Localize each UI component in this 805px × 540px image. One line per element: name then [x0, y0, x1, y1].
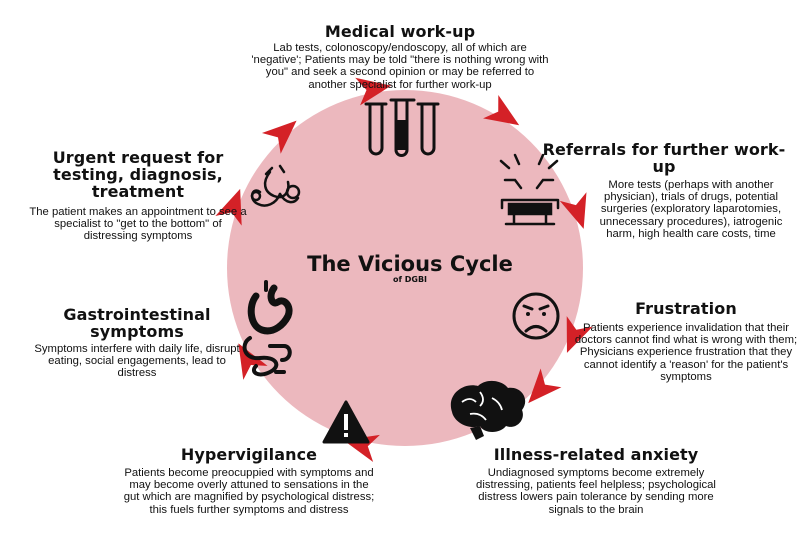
stage-body: Patients become preocuppied with symptom… [123, 467, 375, 516]
stethoscope-icon [250, 164, 301, 207]
stage-title: Illness-related anxiety [493, 445, 699, 464]
stage-illness-anxiety: Illness-related anxiety Undiagnosed symp… [456, 446, 736, 516]
diagram-subtitle: of DGBI [392, 275, 428, 284]
cycle-arrow [559, 192, 587, 229]
cycle-arrow [261, 120, 297, 154]
stage-title: Medical work-up [324, 22, 476, 41]
stage-body: Undiagnosed symptoms become extremely di… [476, 467, 716, 516]
stage-frustration: Frustration Patients experience invalida… [570, 300, 802, 383]
stage-title: Urgent request for testing, diagnosis, t… [52, 148, 224, 201]
cycle-arrow [483, 94, 520, 126]
stage-hypervigilance: Hypervigilance Patients become preocuppi… [114, 446, 384, 516]
sad-face-icon [512, 292, 560, 340]
stage-body: Patients experience invalidation that th… [574, 322, 798, 383]
brain-icon [450, 380, 526, 440]
stage-title: Hypervigilance [180, 445, 318, 464]
stage-body: Lab tests, colonoscopy/endoscopy, all of… [251, 42, 549, 91]
stage-referrals: Referrals for further work-up More tests… [532, 141, 796, 240]
stage-gi-symptoms: Gastrointestinal symptoms Symptoms inter… [32, 306, 242, 380]
stage-title: Frustration [635, 299, 737, 318]
stage-title: Referrals for further work-up [542, 140, 786, 176]
center-title: The Vicious Cycle of DGBI [280, 253, 540, 284]
operating-table-icon [499, 153, 560, 226]
stage-title: Gastrointestinal symptoms [63, 305, 211, 341]
stage-urgent-request: Urgent request for testing, diagnosis, t… [10, 149, 266, 243]
cycle-arrow [566, 316, 593, 353]
cycle-arrow [355, 77, 392, 106]
stomach-icon [242, 280, 293, 377]
cycle-arrow [215, 188, 242, 226]
cycle-arrows [215, 77, 593, 463]
stage-medical-workup: Medical work-up Lab tests, colonoscopy/e… [230, 23, 570, 91]
cycle-arrow [528, 368, 562, 404]
stage-body: The patient makes an appointment to see … [29, 206, 247, 243]
cycle-circle [227, 90, 583, 446]
warning-icon [322, 400, 370, 444]
test-tubes-icon [364, 98, 440, 157]
diagram-title: The Vicious Cycle [307, 252, 513, 276]
stage-body: Symptoms interfere with daily life, disr… [34, 343, 240, 380]
stage-body: More tests (perhaps with another physici… [599, 179, 783, 240]
